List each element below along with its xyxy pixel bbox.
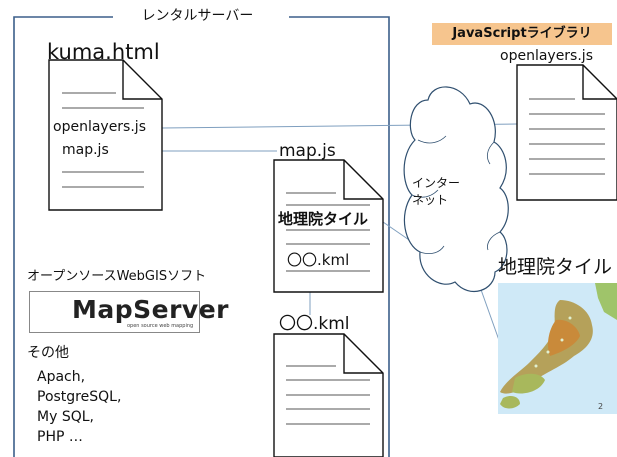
map-js-gsi-tile: 地理院タイル [278, 210, 369, 228]
others-item: My SQL, [37, 409, 94, 425]
gsi-tile-title: 地理院タイル [498, 256, 613, 278]
kuma-link-mapjs: map.js [62, 142, 109, 158]
kml-filename: 〇〇.kml [279, 314, 350, 334]
svg-text:2: 2 [598, 402, 603, 411]
map-js-filename: map.js [279, 141, 336, 161]
others-item: Apach, [37, 369, 86, 385]
rental-server-title: レンタルサーバー [0, 8, 395, 24]
document-icon [516, 64, 617, 201]
js-library-badge: JavaScriptライブラリ [432, 23, 612, 45]
map-js-kml: 〇〇.kml [287, 251, 350, 269]
kuma-html-filename: kuma.html [47, 40, 160, 64]
others-item: PostgreSQL, [37, 389, 122, 405]
internet-label: インター ネット [412, 176, 461, 207]
cloud-icon [403, 86, 509, 293]
js-library-filename: openlayers.js [500, 48, 593, 64]
server-box-frame [13, 16, 390, 457]
gsi-tile-map-image: 2 [498, 283, 617, 414]
mapserver-logo: MapServer open source web mapping [29, 291, 229, 333]
mapserver-logo-text: MapServer [72, 295, 230, 324]
others-title: その他 [27, 345, 69, 361]
oss-label: オープンソースWebGISソフト [27, 269, 207, 284]
others-item: PHP … [37, 429, 83, 445]
mapserver-logo-tagline: open source web mapping [127, 323, 194, 329]
kuma-link-openlayers: openlayers.js [53, 119, 146, 135]
